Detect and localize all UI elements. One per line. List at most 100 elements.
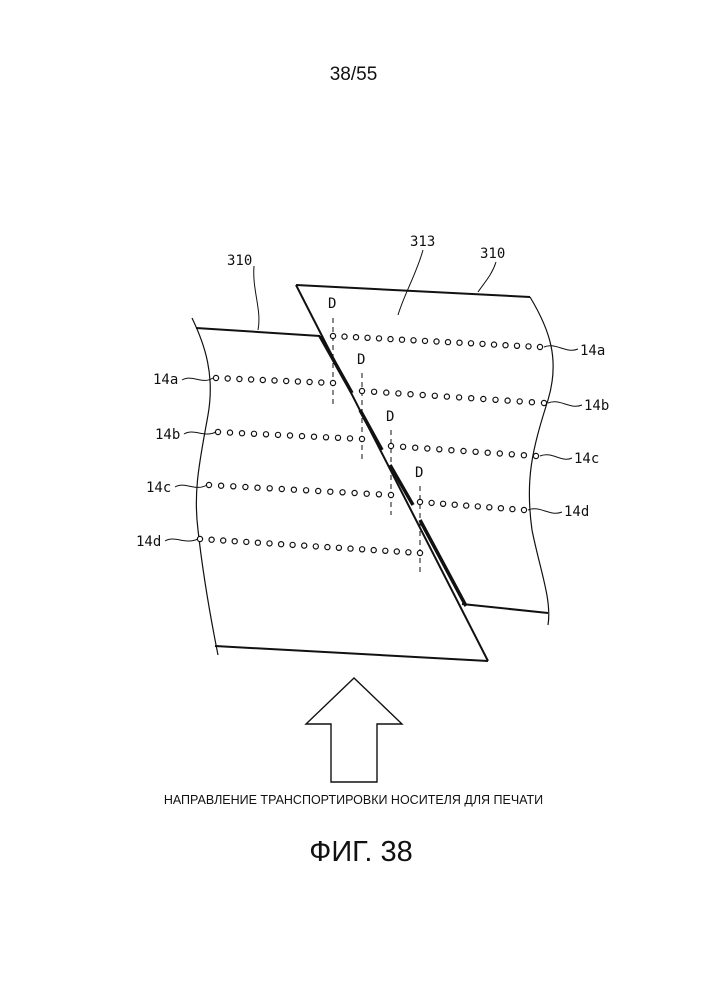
nozzle-dot [394,549,399,554]
nozzle-dot [359,388,364,393]
nozzle-dot [529,400,534,405]
label-14c-right: 14c [574,451,599,467]
nozzle-dot [255,485,260,490]
nozzle-dot [376,336,381,341]
nozzle-dot [388,337,393,342]
nozzle-dot [372,389,377,394]
nozzle-dot [497,451,502,456]
nozzle-dot [360,547,365,552]
nozzle-dot [291,487,296,492]
nozzle-dot [206,482,211,487]
nozzle-dot [425,446,430,451]
nozzle-dot [325,545,330,550]
nozzle-dot [328,489,333,494]
nozzle-dot [353,335,358,340]
nozzle-dot [457,340,462,345]
nozzle-dot [244,539,249,544]
nozzle-dot [279,542,284,547]
nozzle-dot [417,499,422,504]
nozzle-dot [514,343,519,348]
nozzle-dot [336,545,341,550]
nozzle-dot [509,452,514,457]
nozzle-dot [311,434,316,439]
nozzle-dot [420,392,425,397]
nozzle-dot [388,492,393,497]
nozzle-dot [263,432,268,437]
nozzle-dot [541,400,546,405]
nozzle-dot [445,340,450,345]
nozzle-dot [521,453,526,458]
nozzle-dot [197,536,202,541]
nozzle-dot [505,398,510,403]
nozzle-dot [335,435,340,440]
nozzle-dot [359,436,364,441]
label-14d-right: 14d [564,504,589,520]
nozzle-dot [330,380,335,385]
label-d: D [415,465,423,481]
leader-14d-right [528,509,562,513]
nozzle-dot [449,448,454,453]
nozzle-dot [319,380,324,385]
nozzle-dot [371,548,376,553]
leader-310-left [254,266,259,330]
label-14a-left: 14a [153,372,178,388]
nozzle-dot [348,546,353,551]
sheet-left [192,285,488,661]
nozzle-dot [342,334,347,339]
nozzle-dot [323,435,328,440]
joint-marker-lines [333,318,420,575]
nozzle-dot [473,449,478,454]
leader-14c-left [175,485,207,487]
nozzle-dot [365,335,370,340]
nozzle-dot [227,430,232,435]
nozzle-dot [272,378,277,383]
nozzle-dot [411,338,416,343]
nozzle-dot [461,448,466,453]
nozzle-dot [396,391,401,396]
nozzle-dot [429,500,434,505]
nozzle-dot [399,337,404,342]
label-313: 313 [410,234,435,250]
nozzle-dot [475,504,480,509]
sheet-right-bottom-edge [462,604,548,613]
nozzle-dot [384,390,389,395]
nozzle-dot [468,341,473,346]
nozzle-dot [279,486,284,491]
label-14c-left: 14c [146,480,171,496]
nozzle-dot [330,333,335,338]
nozzle-dot [290,542,295,547]
label-310-left: 310 [227,253,252,269]
nozzle-dot [239,431,244,436]
leader-14b-right [548,402,582,406]
seam-segment [360,410,382,450]
nozzle-dot [364,491,369,496]
nozzle-dot [413,445,418,450]
nozzle-dot [510,507,515,512]
nozzle-dot [533,453,538,458]
nozzle-dot [284,378,289,383]
nozzle-dot [401,444,406,449]
label-14b-right: 14b [584,398,609,414]
nozzle-dot [469,396,474,401]
seam-segment [420,520,466,606]
label-d: D [328,296,336,312]
nozzle-dot [437,447,442,452]
nozzle-dot [481,396,486,401]
nozzle-dot [464,503,469,508]
nozzle-dot [383,548,388,553]
nozzle-dot [287,433,292,438]
nozzle-dot [275,432,280,437]
leader-14b-left [184,432,216,434]
seam-overlap [320,336,466,606]
nozzle-dot [340,490,345,495]
nozzle-dot [243,484,248,489]
nozzle-dot [352,490,357,495]
nozzle-dot [219,483,224,488]
nozzle-dot [313,544,318,549]
nozzle-dot [299,434,304,439]
leader-14a-left [182,378,213,380]
label-d: D [386,409,394,425]
nozzle-dot [213,375,218,380]
nozzle-dot [225,376,230,381]
leader-14a-right [544,346,578,350]
